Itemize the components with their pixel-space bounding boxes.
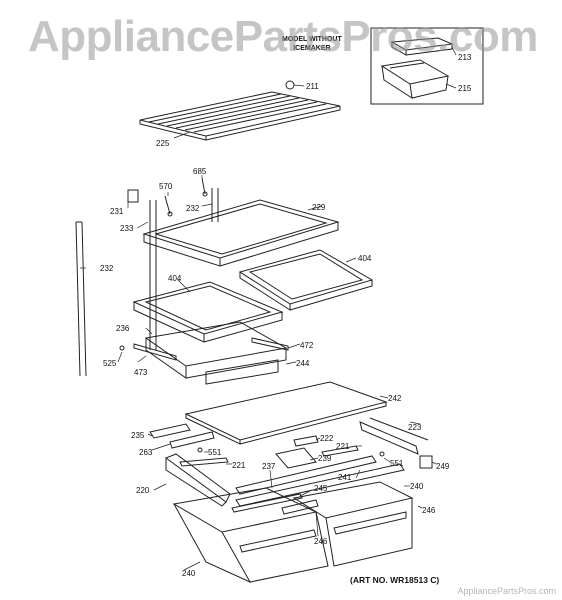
footer-watermark: AppliancePartsPros.com bbox=[457, 586, 556, 596]
glass-shelf-part-229 bbox=[142, 199, 340, 267]
callout-246-left: 246 bbox=[314, 537, 328, 546]
callout-249: 249 bbox=[436, 462, 450, 471]
callout-244: 244 bbox=[296, 359, 310, 368]
callout-213: 213 bbox=[458, 53, 472, 62]
glass-shelf-part-404-right bbox=[238, 249, 374, 311]
trim-strip-part-232 bbox=[75, 221, 87, 377]
cover-support-part-235 bbox=[149, 423, 191, 439]
callout-225: 225 bbox=[156, 139, 170, 148]
slide-part-472 bbox=[251, 337, 289, 351]
callout-240-left: 240 bbox=[182, 569, 196, 578]
callout-232-side: 232 bbox=[100, 264, 114, 273]
crisper-frame-part-237 bbox=[235, 455, 377, 495]
screw-part-525 bbox=[119, 345, 125, 351]
callout-525: 525 bbox=[103, 359, 117, 368]
wire-shelf-part-225 bbox=[139, 91, 341, 141]
divider-part-222 bbox=[293, 435, 319, 447]
callout-237: 237 bbox=[262, 462, 276, 471]
callout-473: 473 bbox=[134, 368, 148, 377]
callout-404-left: 404 bbox=[168, 274, 182, 283]
callout-241: 241 bbox=[338, 473, 352, 482]
shelf-ladder-rail bbox=[149, 188, 219, 350]
crisper-frame-part-241 bbox=[235, 463, 405, 507]
callout-263: 263 bbox=[139, 448, 153, 457]
inset-label: MODEL WITHOUT ICEMAKER bbox=[282, 35, 342, 53]
clip-part-231 bbox=[127, 189, 139, 203]
inset-label-line1: MODEL WITHOUT bbox=[282, 36, 342, 43]
ice-tray-part-213 bbox=[390, 37, 454, 56]
glass-shelf-part-404-left bbox=[132, 281, 284, 343]
crisper-pan-rail-part-246 bbox=[281, 499, 319, 515]
callout-404-right: 404 bbox=[358, 254, 372, 263]
pan-rail-part-221-center bbox=[321, 445, 359, 457]
callout-235: 235 bbox=[131, 431, 145, 440]
cover-support-part-263 bbox=[169, 431, 215, 449]
callout-labels: 211 213 215 225 570 685 231 232 229 233 … bbox=[100, 53, 472, 578]
callout-leaders bbox=[80, 46, 457, 571]
screw-part-551-left bbox=[197, 447, 203, 453]
inset-box bbox=[370, 27, 484, 105]
crisper-cover-part-242 bbox=[184, 381, 388, 445]
site-watermark: AppliancePartsPros.com bbox=[28, 12, 538, 61]
callout-211: 211 bbox=[306, 82, 319, 91]
callout-472: 472 bbox=[300, 341, 314, 350]
callout-242: 242 bbox=[388, 394, 402, 403]
pan-slide-part-220 bbox=[164, 453, 231, 507]
callout-246-right: 246 bbox=[422, 506, 436, 515]
pan-slide-part-223 bbox=[359, 417, 429, 455]
callout-231: 231 bbox=[110, 207, 124, 216]
screw-part-551-right bbox=[379, 451, 385, 457]
callout-221-center: 221 bbox=[336, 442, 350, 451]
callout-233: 233 bbox=[120, 224, 134, 233]
stop-part-211 bbox=[285, 80, 295, 90]
crisper-pan-part-240-right bbox=[292, 481, 414, 567]
callout-221-left: 221 bbox=[232, 461, 246, 470]
screw-part-685 bbox=[201, 177, 208, 197]
callout-215: 215 bbox=[458, 84, 472, 93]
callout-239: 239 bbox=[318, 454, 332, 463]
ice-bin-part-215 bbox=[380, 59, 450, 100]
pan-rail-part-221-left bbox=[179, 457, 229, 467]
callout-245: 245 bbox=[314, 484, 328, 493]
callout-229: 229 bbox=[312, 203, 326, 212]
callout-232-top: 232 bbox=[186, 204, 200, 213]
callout-223: 223 bbox=[408, 423, 422, 432]
callout-240-right: 240 bbox=[410, 482, 424, 491]
callout-551-left: 551 bbox=[208, 448, 222, 457]
snack-pan-part-244 bbox=[144, 321, 288, 385]
art-number: (ART NO. WR18513 C) bbox=[350, 575, 440, 585]
inset-label-line2: ICEMAKER bbox=[293, 45, 331, 52]
callout-236: 236 bbox=[116, 324, 130, 333]
bracket-part-249 bbox=[419, 455, 433, 469]
callout-685: 685 bbox=[193, 167, 207, 176]
handle-part-245 bbox=[231, 493, 303, 513]
screw-part-570 bbox=[164, 195, 173, 217]
slide-part-473 bbox=[133, 343, 177, 361]
callout-570: 570 bbox=[159, 182, 173, 191]
callout-222: 222 bbox=[320, 434, 334, 443]
center-support-part-239 bbox=[275, 447, 317, 469]
callout-551-right: 551 bbox=[390, 459, 404, 468]
callout-220: 220 bbox=[136, 486, 150, 495]
